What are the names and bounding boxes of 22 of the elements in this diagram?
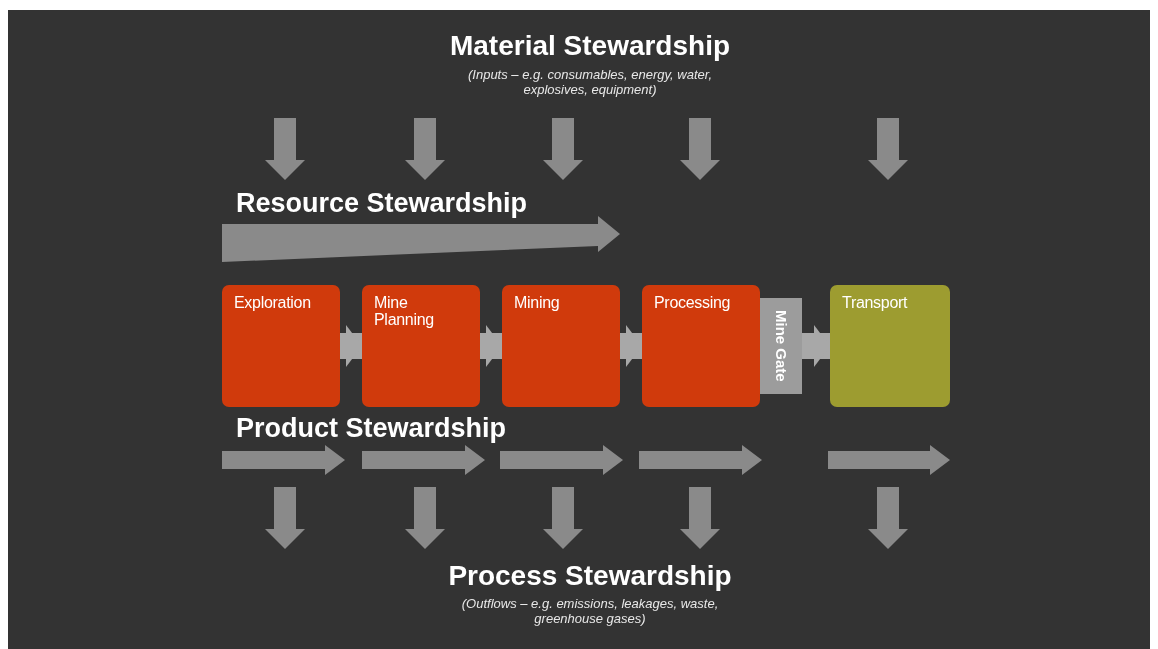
section-heading: Material Stewardship [448, 30, 732, 63]
chevron-arrow [802, 325, 830, 367]
step-label: Mine Planning [374, 295, 435, 329]
chevron-arrow [620, 325, 642, 367]
process-box [830, 285, 950, 407]
step-label: Processing [654, 295, 732, 312]
note-text: (Inputs – e.g. consumables, energy, water, explosives, equipment) [467, 68, 713, 98]
step-label: Mining [514, 295, 561, 312]
section-heading: Product Stewardship [236, 413, 508, 445]
gate-label: Mine Gate [772, 310, 790, 382]
note-text: (Outflows – e.g. emissions, leakages, waste, greenhouse gases) [460, 597, 720, 627]
chevron-arrow [480, 325, 502, 367]
gate-bar [760, 298, 802, 394]
process-box [362, 285, 480, 407]
step-label: Transport [842, 295, 909, 312]
chevron-arrow [340, 325, 362, 367]
process-box [222, 285, 340, 407]
step-label: Exploration [234, 295, 312, 312]
section-heading: Process Stewardship [447, 560, 733, 593]
section-heading: Resource Stewardship [236, 188, 529, 220]
process-box [642, 285, 760, 407]
process-box [502, 285, 620, 407]
